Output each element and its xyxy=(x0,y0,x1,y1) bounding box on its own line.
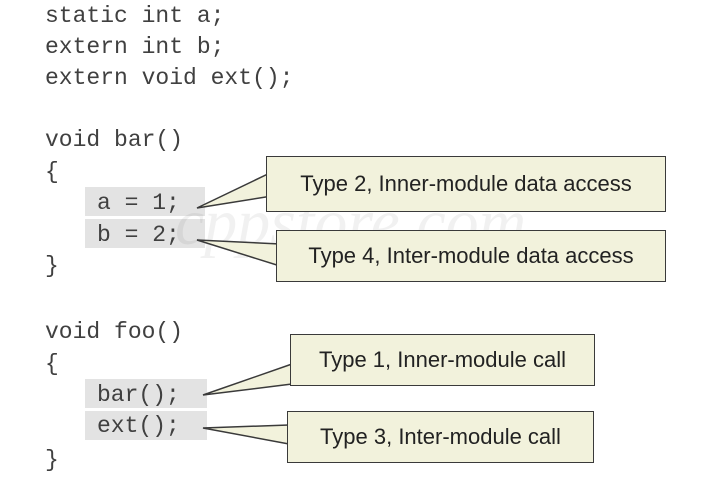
code-stmt-a-assign: a = 1; xyxy=(97,190,180,216)
code-foo-close-brace: } xyxy=(45,447,59,473)
code-decl-b: extern int b; xyxy=(45,34,225,60)
code-stmt-ext-call: ext(); xyxy=(97,413,180,439)
code-bar-signature: void bar() xyxy=(45,127,184,153)
code-foo-open-brace: { xyxy=(45,351,59,377)
code-foo-signature: void foo() xyxy=(45,319,184,345)
highlight-a-assign xyxy=(85,187,205,216)
pointer-type2-outline xyxy=(196,171,273,209)
code-bar-open-brace: { xyxy=(45,159,59,185)
callout-type1: Type 1, Inner-module call xyxy=(290,334,595,386)
highlight-ext-call xyxy=(85,411,207,440)
highlight-b-assign xyxy=(85,219,205,248)
code-bar-close-brace: } xyxy=(45,253,59,279)
callout-type3: Type 3, Inter-module call xyxy=(287,411,594,463)
code-decl-ext: extern void ext(); xyxy=(45,65,294,91)
callout-type2: Type 2, Inner-module data access xyxy=(266,156,666,212)
code-decl-a: static int a; xyxy=(45,3,225,29)
pointer-type4-outline xyxy=(196,239,281,267)
highlight-bar-call xyxy=(85,379,207,408)
pointer-type1-outline xyxy=(202,363,293,396)
code-stmt-b-assign: b = 2; xyxy=(97,222,180,248)
pointer-type3-outline xyxy=(202,424,290,445)
code-stmt-bar-call: bar(); xyxy=(97,382,180,408)
callout-type4: Type 4, Inter-module data access xyxy=(276,230,666,282)
